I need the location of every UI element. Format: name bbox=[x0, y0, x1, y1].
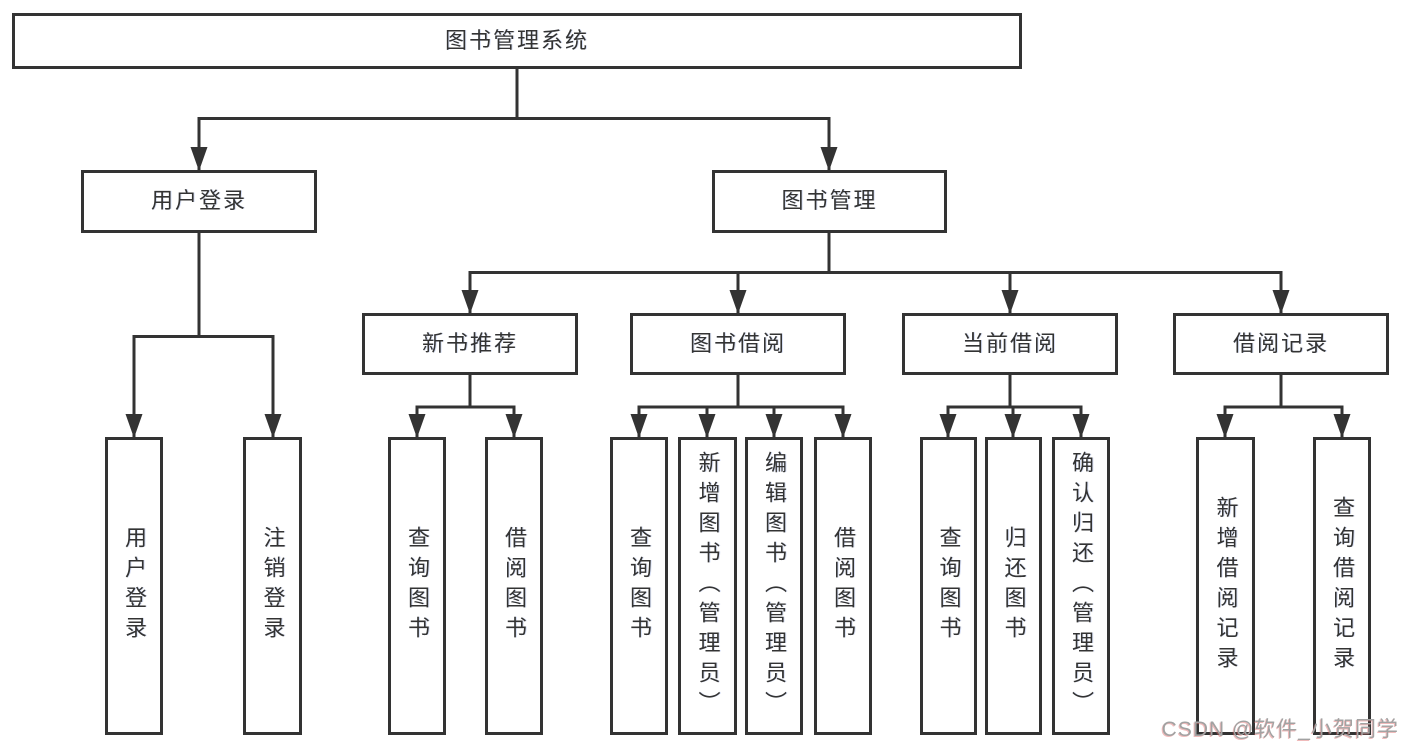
node-library-system: 图书管理系统 bbox=[12, 13, 1022, 69]
leaf-return-book: 归还图书 bbox=[985, 437, 1042, 735]
leaf-query-book-recommend: 查询图书 bbox=[388, 437, 446, 735]
leaf-query-book-current: 查询图书 bbox=[920, 437, 977, 735]
connector-user-login-branch bbox=[125, 233, 282, 438]
node-current-borrow: 当前借阅 bbox=[902, 313, 1118, 375]
leaf-confirm-return-admin: 确认归还（管理员） bbox=[1052, 437, 1110, 735]
leaf-borrow-book: 借阅图书 bbox=[814, 437, 872, 735]
leaf-user-login: 用户登录 bbox=[105, 437, 163, 735]
leaf-edit-book-admin: 编辑图书（管理员） bbox=[745, 437, 803, 735]
node-new-book-recommend: 新书推荐 bbox=[362, 313, 578, 375]
node-book-borrow: 图书借阅 bbox=[630, 313, 846, 375]
node-borrow-record: 借阅记录 bbox=[1173, 313, 1389, 375]
node-book-management: 图书管理 bbox=[712, 170, 947, 233]
node-user-login: 用户登录 bbox=[81, 170, 317, 233]
connector-new-book-branch bbox=[408, 375, 523, 438]
leaf-logout: 注销登录 bbox=[243, 437, 302, 735]
leaf-borrow-book-recommend: 借阅图书 bbox=[485, 437, 543, 735]
connector-book-management-branch bbox=[461, 233, 1290, 314]
leaf-query-book-borrow: 查询图书 bbox=[610, 437, 668, 735]
leaf-query-borrow-record: 查询借阅记录 bbox=[1313, 437, 1371, 735]
connector-root-branch bbox=[190, 69, 838, 171]
leaf-add-borrow-record: 新增借阅记录 bbox=[1196, 437, 1255, 735]
connector-book-borrow-branch bbox=[630, 375, 852, 438]
connector-current-borrow-branch bbox=[939, 375, 1090, 438]
csdn-watermark: CSDN @软件_小贺同学 bbox=[1161, 718, 1399, 741]
connector-borrow-record-branch bbox=[1216, 375, 1351, 438]
leaf-add-book-admin: 新增图书（管理员） bbox=[678, 437, 737, 735]
